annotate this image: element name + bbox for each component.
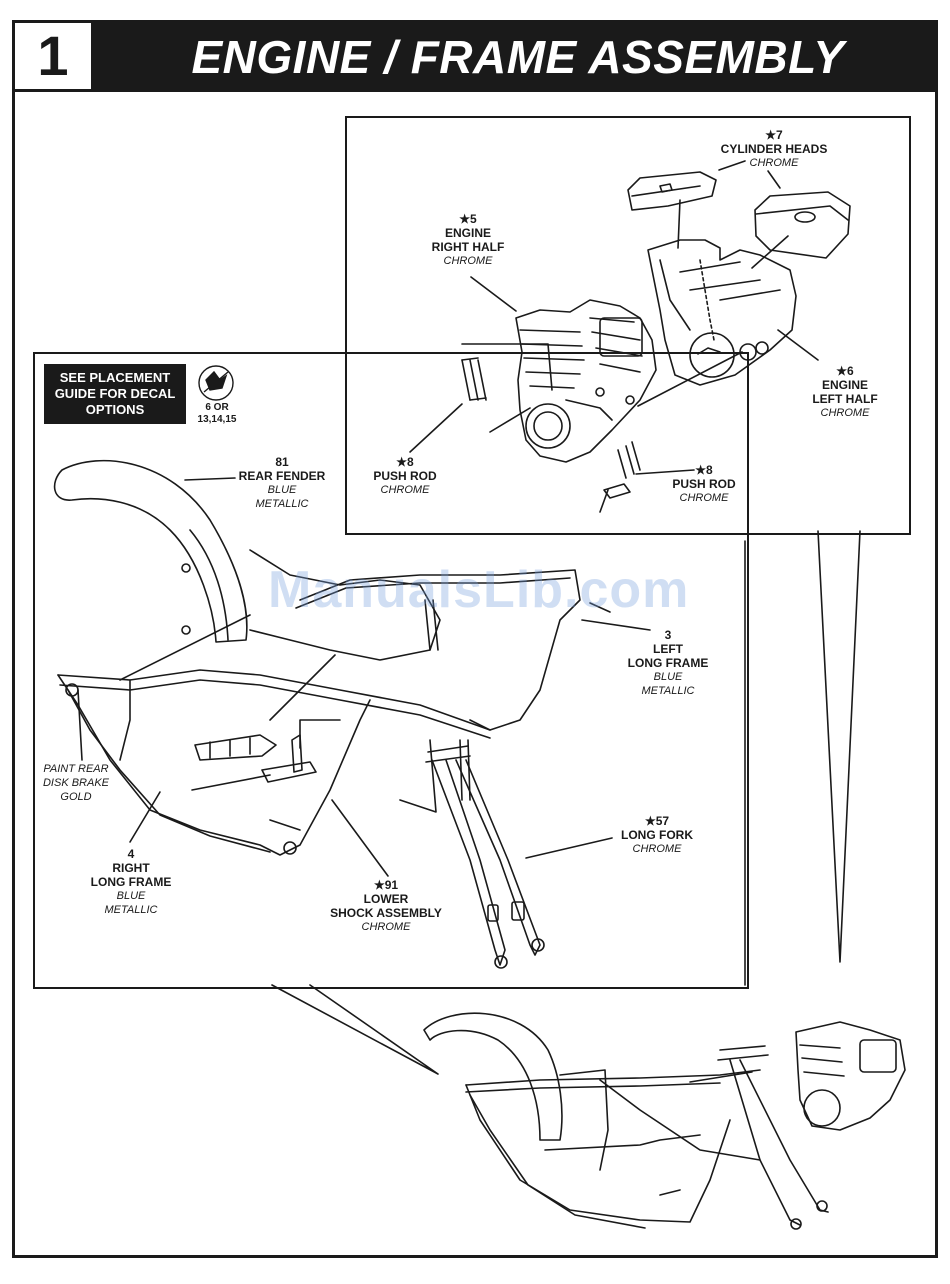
part-finish: METALLIC <box>104 904 158 916</box>
part-finish: BLUE <box>653 671 683 683</box>
part-number: ★57 <box>644 814 670 828</box>
decal-notice-line: OPTIONS <box>85 402 145 417</box>
paint-note-line: DISK BRAKE <box>42 777 110 789</box>
decal-notice-line: GUIDE FOR DECAL <box>54 386 176 401</box>
label-push-rod-left: ★8 PUSH ROD CHROME <box>370 455 440 497</box>
push-rod-left <box>461 357 487 401</box>
engine-callout-wedge <box>817 530 861 963</box>
part-finish: METALLIC <box>641 685 695 697</box>
part-number: 81 <box>275 455 289 469</box>
part-number: ★91 <box>373 878 399 892</box>
part-number: 4 <box>127 847 135 861</box>
part-finish: BLUE <box>116 890 146 902</box>
part-finish: BLUE <box>267 484 297 496</box>
paint-note-line: PAINT REAR <box>43 763 109 775</box>
part-number: 3 <box>664 628 672 642</box>
part-finish: CHROME <box>443 255 493 267</box>
label-right-long-frame: 4 RIGHT LONG FRAME BLUE METALLIC <box>84 847 178 917</box>
engine-left-half <box>647 239 797 386</box>
label-push-rod-right: ★8 PUSH ROD CHROME <box>668 463 740 505</box>
label-long-fork: ★57 LONG FORK CHROME <box>614 814 700 856</box>
part-name: LONG FORK <box>621 828 693 842</box>
part-name: PUSH ROD <box>672 477 736 491</box>
decal-numbers-line2: 13,14,15 <box>197 414 237 425</box>
decal-numbers: 6 OR 13,14,15 <box>188 402 246 426</box>
part-finish: CHROME <box>361 921 411 933</box>
part-finish: CHROME <box>679 492 729 504</box>
push-rod-right <box>603 441 641 499</box>
part-name: CYLINDER HEADS <box>720 142 828 156</box>
long-fork <box>425 739 545 969</box>
decal-placement-notice: SEE PLACEMENT GUIDE FOR DECAL OPTIONS <box>44 364 186 424</box>
part-finish: CHROME <box>380 484 430 496</box>
left-long-frame <box>295 569 581 731</box>
paint-note: PAINT REAR DISK BRAKE GOLD <box>40 762 112 804</box>
engine-right-half <box>515 299 657 463</box>
right-long-frame <box>57 669 491 856</box>
part-number: ★7 <box>765 128 783 142</box>
paint-note-line: GOLD <box>60 791 92 803</box>
part-name: LONG FRAME <box>627 656 709 670</box>
part-name: ENGINE <box>444 226 491 240</box>
decal-numbers-line1: 6 OR <box>205 402 229 413</box>
decal-notice-line: SEE PLACEMENT <box>59 370 171 385</box>
label-left-long-frame: 3 LEFT LONG FRAME BLUE METALLIC <box>622 628 714 698</box>
cylinder-head-2 <box>754 191 851 259</box>
part-name: LEFT <box>653 642 683 656</box>
step-number-box <box>15 23 91 89</box>
label-lower-shock-assembly: ★91 LOWER SHOCK ASSEMBLY CHROME <box>326 878 446 934</box>
part-name: LEFT HALF <box>812 392 878 406</box>
decal-icon <box>198 365 234 401</box>
label-engine-left-half: ★6 ENGINE LEFT HALF CHROME <box>806 364 884 420</box>
part-finish: CHROME <box>749 157 799 169</box>
rear-fender <box>53 459 248 643</box>
part-name: REAR FENDER <box>238 469 326 483</box>
part-number: ★8 <box>396 455 414 469</box>
cylinder-head-1 <box>627 171 717 211</box>
part-name: LONG FRAME <box>90 875 172 889</box>
label-cylinder-heads: ★7 CYLINDER HEADS CHROME <box>716 128 832 170</box>
part-name: SHOCK ASSEMBLY <box>330 906 442 920</box>
step-number: 1 <box>37 24 69 87</box>
part-name: PUSH ROD <box>373 469 437 483</box>
engine-panel <box>345 116 911 535</box>
page-title: ENGINE / FRAME ASSEMBLY <box>191 31 845 83</box>
label-engine-right-half: ★5 ENGINE RIGHT HALF CHROME <box>424 212 512 268</box>
part-finish: CHROME <box>820 407 870 419</box>
part-number: ★8 <box>695 463 713 477</box>
frame-callout-wedge <box>271 984 439 1075</box>
part-name: ENGINE <box>821 378 868 392</box>
header-bar <box>12 20 938 92</box>
part-finish: METALLIC <box>255 498 309 510</box>
lower-shock-assembly <box>194 734 317 783</box>
part-finish: CHROME <box>632 843 682 855</box>
label-rear-fender: 81 REAR FENDER BLUE METALLIC <box>234 455 330 511</box>
assembled-preview <box>423 1012 906 1230</box>
part-number: ★6 <box>836 364 854 378</box>
oil-tank <box>249 549 441 661</box>
part-name: RIGHT HALF <box>431 240 505 254</box>
part-name: LOWER <box>363 892 409 906</box>
watermark: ManualsLib.com <box>268 561 690 619</box>
frame-panel <box>33 352 749 989</box>
part-name: RIGHT <box>112 861 150 875</box>
part-number: ★5 <box>459 212 477 226</box>
